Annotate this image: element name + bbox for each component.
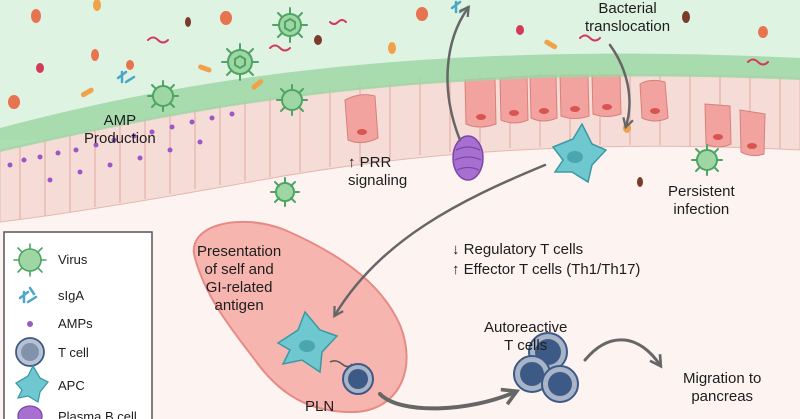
lumen-siga bbox=[116, 0, 470, 84]
legend-label-virus: Virus bbox=[58, 252, 88, 267]
apc-icon bbox=[14, 364, 50, 404]
lumen-viruses bbox=[147, 7, 723, 207]
bacteria-rods bbox=[147, 19, 769, 66]
arrow-sIgA-to-lumen bbox=[446, 5, 471, 142]
label-amp-production: AMP Production bbox=[84, 112, 156, 147]
t-cell-icon bbox=[15, 337, 45, 367]
legend-label-t-cell: T cell bbox=[58, 345, 89, 360]
label-presentation: Presentation of self and GI-related anti… bbox=[197, 243, 282, 314]
label-regulatory-t-cells: ↓ Regulatory T cells bbox=[452, 241, 584, 258]
arrow-pln-to-autoreactive bbox=[378, 387, 521, 411]
legend-label-amps: AMPs bbox=[58, 316, 93, 331]
arrow-migration bbox=[583, 338, 663, 369]
t-cell-pln bbox=[342, 363, 374, 395]
siga-icon bbox=[18, 286, 38, 304]
autoreactive-t-cells bbox=[513, 332, 579, 403]
virus-icon bbox=[13, 243, 47, 277]
goblet-nuclei bbox=[357, 104, 757, 149]
amp-dots bbox=[7, 111, 235, 183]
label-prr-signaling: ↑ PRR signaling bbox=[348, 154, 408, 189]
apc-tissue bbox=[551, 122, 608, 184]
legend-label-plasma-b-cell: Plasma B cell bbox=[58, 409, 137, 419]
label-autoreactive-t-cells: Autoreactive T cells bbox=[484, 319, 568, 354]
plasma-b-cell bbox=[452, 135, 484, 181]
legend-box bbox=[3, 231, 153, 419]
legend-label-apc: APC bbox=[58, 378, 85, 393]
amp-dot-icon bbox=[27, 321, 33, 327]
goblet-cells bbox=[344, 74, 766, 157]
label-bacterial-translocation: Bacterial translocation bbox=[585, 0, 671, 35]
arrow-translocation bbox=[608, 43, 634, 130]
label-migration-to-pancreas: Migration to pancreas bbox=[683, 370, 762, 405]
apc-pln bbox=[276, 310, 339, 374]
rod-bacteria bbox=[80, 39, 558, 98]
label-effector-t-cells: ↑ Effector T cells (Th1/Th17) bbox=[452, 261, 641, 278]
arrow-apc-to-pln bbox=[333, 163, 547, 319]
plasma-b-cell-icon bbox=[17, 405, 43, 419]
label-persistent-infection: Persistent infection bbox=[668, 183, 735, 218]
legend-label-siga: sIgA bbox=[58, 288, 85, 303]
label-pln: PLN bbox=[305, 398, 335, 415]
pathway-arrows bbox=[333, 5, 663, 411]
